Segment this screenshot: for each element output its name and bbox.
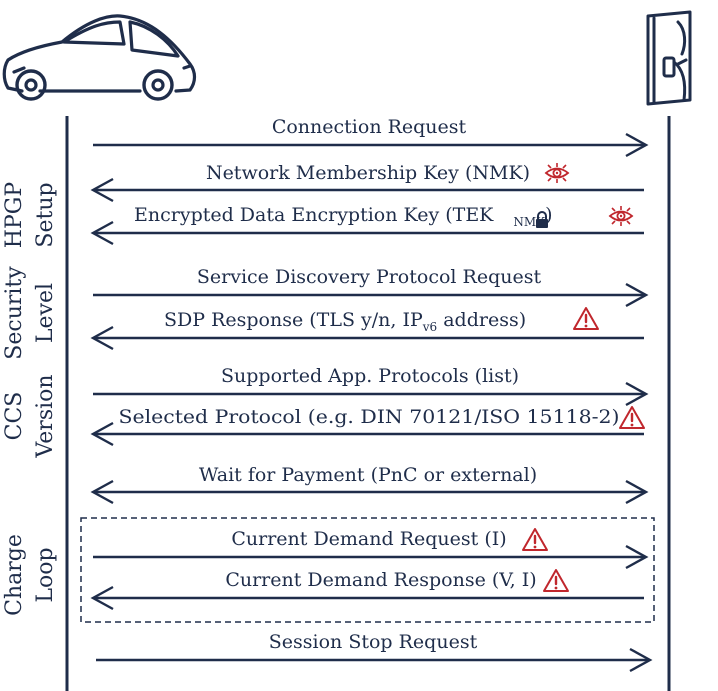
section-label-line1: Security xyxy=(2,266,27,360)
warning-icon xyxy=(542,568,570,593)
eye-icon xyxy=(545,162,569,184)
message-sdp-response: SDP Response (TLS y/n, IPv6 address) xyxy=(90,306,644,351)
section-label-line2: Setup xyxy=(33,182,58,247)
message-label: Supported App. Protocols (list) xyxy=(221,365,519,387)
section-label-line1: HPGP xyxy=(2,182,27,249)
section-hpgp-setup: HPGP Setup xyxy=(2,182,58,249)
message-selected-protocol: Selected Protocol (e.g. DIN 70121/ISO 15… xyxy=(90,405,646,447)
message-sdp-request: Service Discovery Protocol Request xyxy=(93,266,649,308)
warning-icon xyxy=(521,527,549,552)
message-session-stop-request: Session Stop Request xyxy=(96,631,653,673)
message-label: Current Demand Request (I) xyxy=(231,528,506,550)
section-label-line2: Level xyxy=(33,283,58,343)
message-supported-protocols: Supported App. Protocols (list) xyxy=(93,365,649,407)
message-label: Selected Protocol (e.g. DIN 70121/ISO 15… xyxy=(119,406,620,428)
warning-icon xyxy=(572,306,600,331)
message-wait-for-payment: Wait for Payment (PnC or external) xyxy=(90,464,649,505)
message-label: Session Stop Request xyxy=(269,631,478,653)
section-security-level: Security Level xyxy=(2,266,58,360)
message-label: Connection Request xyxy=(272,116,467,138)
section-label-line1: Charge xyxy=(2,534,27,616)
car-icon xyxy=(2,14,197,101)
section-charge-loop: Charge Loop xyxy=(2,534,58,616)
message-label: Current Demand Response (V, I) xyxy=(225,569,536,591)
message-label: SDP Response (TLS y/n, IPv6 address) xyxy=(164,309,526,334)
message-label: Wait for Payment (PnC or external) xyxy=(199,464,537,486)
message-current-demand-response: Current Demand Response (V, I) xyxy=(90,568,644,611)
message-connection-request: Connection Request xyxy=(93,116,649,158)
message-label: Service Discovery Protocol Request xyxy=(197,266,542,288)
eye-icon xyxy=(609,205,633,227)
message-current-demand-request: Current Demand Request (I) xyxy=(93,527,649,570)
section-label-line2: Version xyxy=(33,374,58,458)
section-ccs-version: CCS Version xyxy=(2,374,58,458)
charging-station-icon xyxy=(646,10,692,106)
message-label: Network Membership Key (NMK) xyxy=(206,162,530,184)
lock-icon xyxy=(536,211,548,228)
section-label-line1: CCS xyxy=(2,392,27,441)
section-label-line2: Loop xyxy=(33,547,58,602)
message-network-membership-key: Network Membership Key (NMK) xyxy=(90,162,644,203)
charge-loop-box xyxy=(80,517,655,623)
warning-icon xyxy=(618,405,646,430)
